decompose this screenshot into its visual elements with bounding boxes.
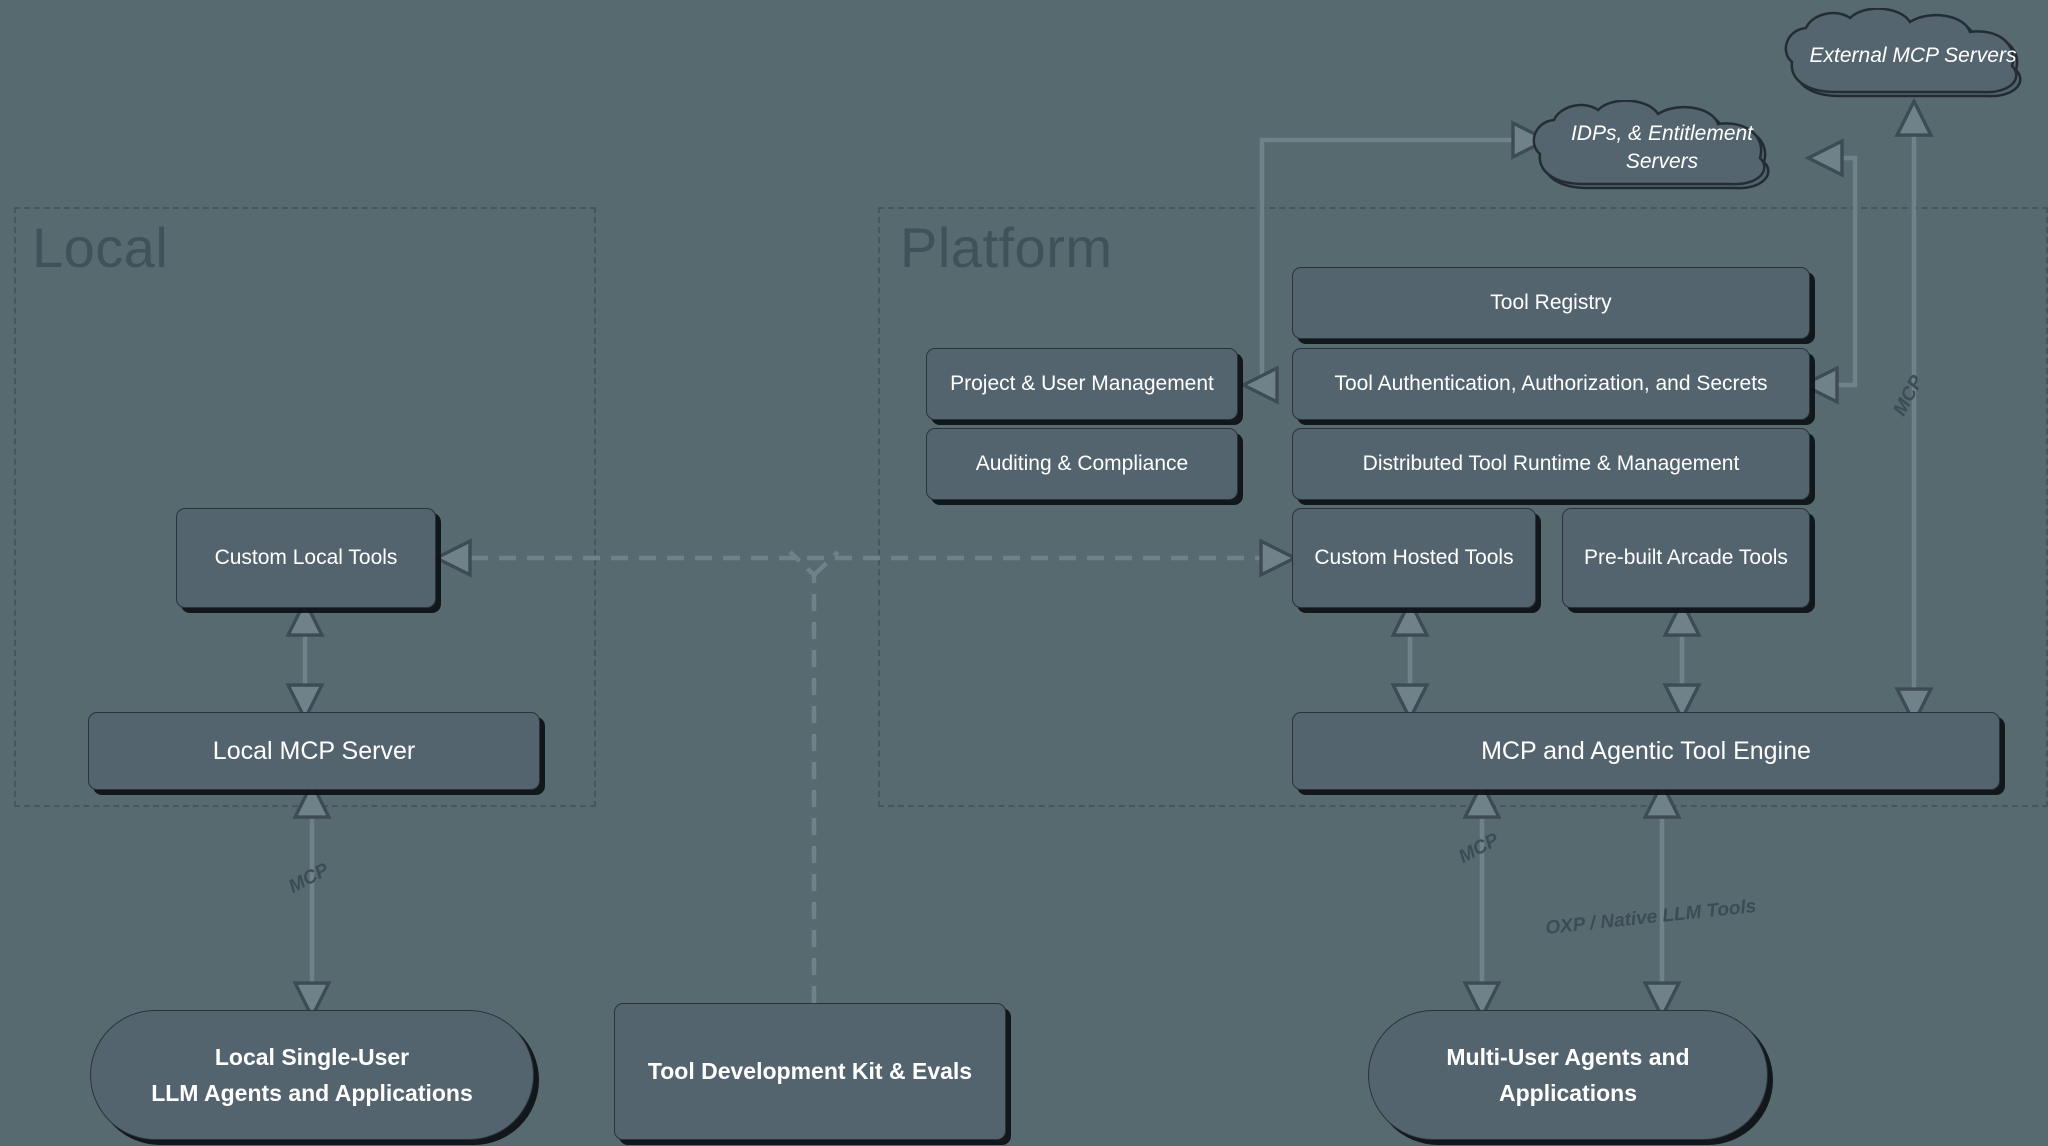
- multi-user-agents-line-1: Multi-User Agents and: [1446, 1043, 1690, 1070]
- box-distributed-tool-runtime-management[interactable]: Distributed Tool Runtime & Management: [1292, 428, 1810, 500]
- box-custom-hosted-tools[interactable]: Custom Hosted Tools: [1292, 508, 1536, 608]
- cloud-shape-icon: [1532, 100, 1770, 190]
- box-multi-user-agents-applications[interactable]: Multi-User Agents and Applications: [1368, 1010, 1768, 1140]
- box-tool-authentication-authorization-secrets[interactable]: Tool Authentication, Authorization, and …: [1292, 348, 1810, 420]
- multi-user-agents-line-2: Applications: [1498, 1080, 1637, 1106]
- box-project-user-management[interactable]: Project & User Management: [926, 348, 1238, 420]
- box-tool-development-kit-evals[interactable]: Tool Development Kit & Evals: [614, 1003, 1006, 1140]
- edge-label-oxp-native: OXP / Native LLM Tools: [1544, 895, 1758, 940]
- box-custom-local-tools[interactable]: Custom Local Tools: [176, 508, 436, 608]
- cloud-idps-label: IDPs, & Entitlement Servers: [1570, 121, 1754, 173]
- edge-label-mcp-local: MCP: [285, 859, 333, 898]
- cloud-external-mcp-servers: External MCP Servers: [1778, 8, 2048, 104]
- box-tool-registry[interactable]: Tool Registry: [1292, 267, 1810, 339]
- box-local-single-user-llm-agents[interactable]: Local Single-User LLM Agents and Applica…: [90, 1010, 534, 1140]
- box-prebuilt-arcade-tools[interactable]: Pre-built Arcade Tools: [1562, 508, 1810, 608]
- box-local-mcp-server[interactable]: Local MCP Server: [88, 712, 540, 790]
- cloud-idps-entitlement-servers: IDPs, & Entitlement Servers: [1528, 100, 1796, 196]
- local-agents-line-2: LLM Agents and Applications: [151, 1080, 473, 1106]
- cloud-shape-icon: [1784, 8, 2022, 98]
- local-agents-line-1: Local Single-User: [214, 1043, 410, 1070]
- zone-local-label: Local: [32, 216, 169, 279]
- box-mcp-agentic-tool-engine[interactable]: MCP and Agentic Tool Engine: [1292, 712, 2000, 790]
- cloud-external-mcp-label: External MCP Servers: [1809, 44, 2017, 68]
- box-auditing-compliance[interactable]: Auditing & Compliance: [926, 428, 1238, 500]
- edge-label-mcp-platform: MCP: [1455, 829, 1503, 868]
- zone-platform-label: Platform: [900, 216, 1113, 279]
